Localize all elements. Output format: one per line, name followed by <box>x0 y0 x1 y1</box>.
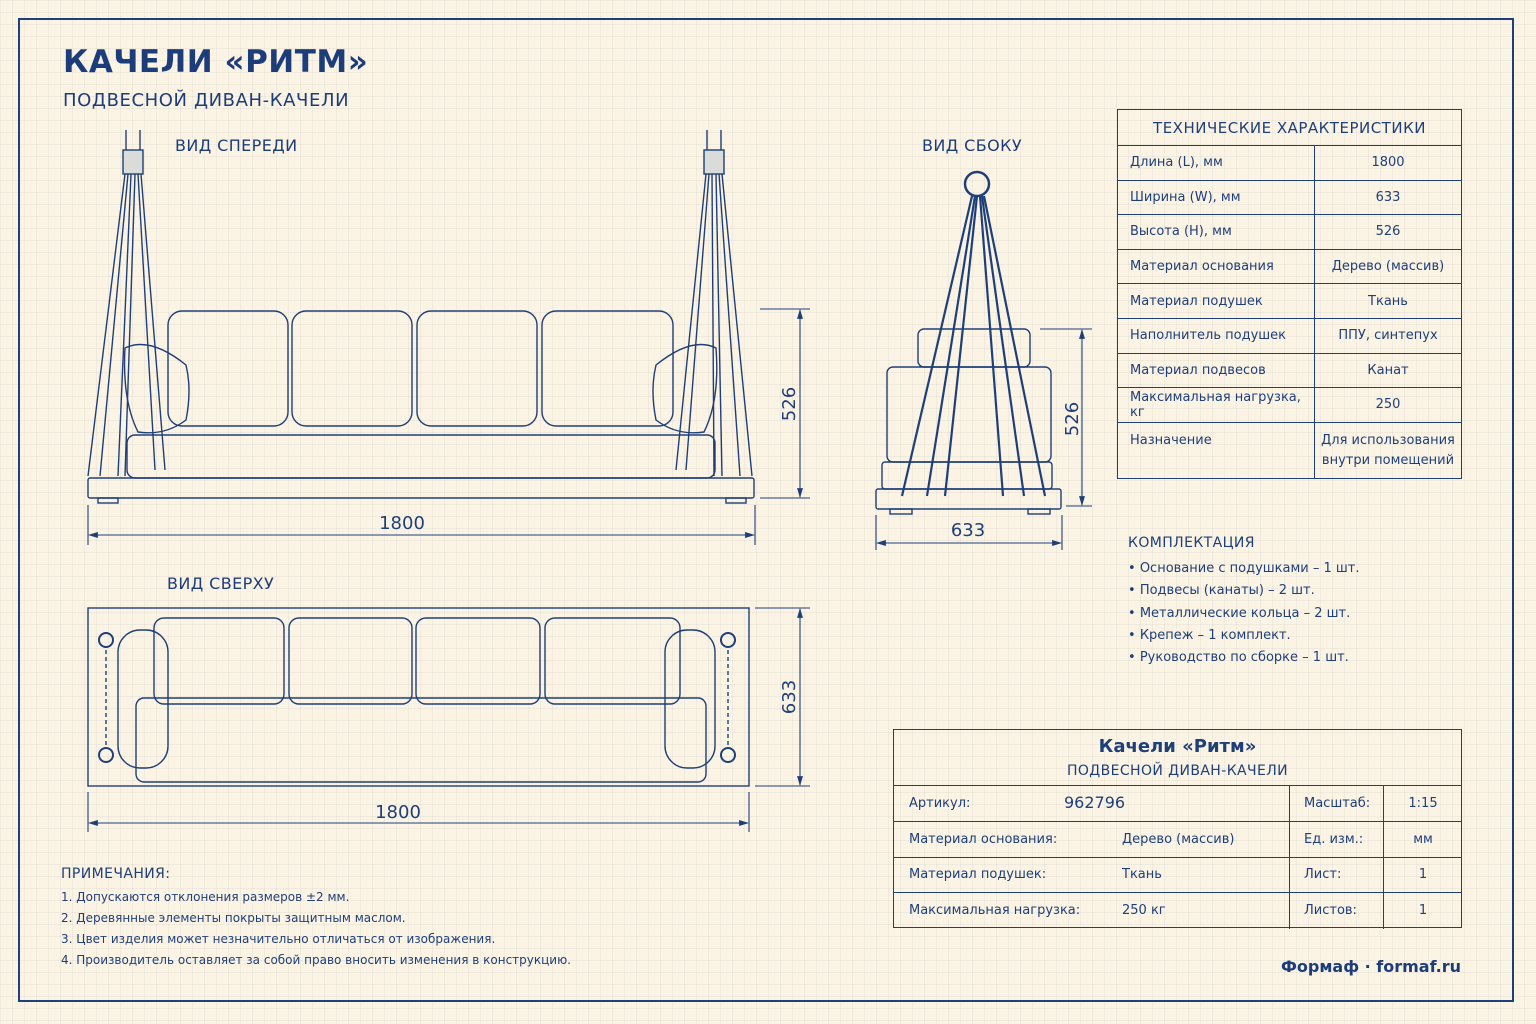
front-dimensions <box>87 308 810 545</box>
front-view-label: ВИД СПЕРЕДИ <box>175 136 298 155</box>
front-left-ropes <box>87 130 166 477</box>
spec-value: Дерево (массив) <box>1314 248 1462 285</box>
side-view-label: ВИД СБОКУ <box>922 136 1022 155</box>
spec-label: Ширина (W), мм <box>1117 179 1315 216</box>
unit-value: мм <box>1413 832 1433 847</box>
notes-list: 1. Допускаются отклонения размеров ±2 мм… <box>61 889 571 973</box>
side-height-dimension: 526 <box>1062 402 1083 436</box>
list-item: Руководство по сборке – 1 шт. <box>1128 649 1360 671</box>
specs-table: ТЕХНИЧЕСКИЕ ХАРАКТЕРИСТИКИ Длина (L), мм… <box>1117 109 1462 479</box>
cushion-material-value: Ткань <box>1122 867 1162 882</box>
spec-label: Длина (L), мм <box>1117 145 1315 181</box>
spec-value: ППУ, синтепух <box>1314 317 1462 354</box>
max-load-value: 250 кг <box>1122 903 1166 918</box>
kit-heading: КОМПЛЕКТАЦИЯ <box>1128 535 1255 551</box>
spec-value: 526 <box>1314 214 1462 250</box>
spec-value: Для использования внутри помещений <box>1314 421 1462 479</box>
scale-label: Масштаб: <box>1304 796 1371 811</box>
list-item: Крепеж – 1 комплект. <box>1128 627 1360 649</box>
base-material-label: Материал основания: <box>909 832 1058 847</box>
side-width-dimension: 633 <box>951 520 985 541</box>
spec-label: Максимальная нагрузка, кг <box>1117 387 1315 423</box>
list-item: Металлические кольца – 2 шт. <box>1128 605 1360 627</box>
notes-heading: ПРИМЕЧАНИЯ: <box>61 866 171 882</box>
sheet-value: 1 <box>1418 867 1428 882</box>
drawing-frame <box>18 18 1514 1002</box>
cushion-material-label: Материал подушек: <box>909 867 1047 882</box>
kit-list: Основание с подушками – 1 шт. Подвесы (к… <box>1128 560 1360 671</box>
front-length-dimension: 1800 <box>379 513 425 534</box>
spec-label: Высота (H), мм <box>1117 214 1315 250</box>
list-item: 3. Цвет изделия может незначительно отли… <box>61 932 496 946</box>
spec-label: Наполнитель подушек <box>1117 317 1315 354</box>
sheets-label: Листов: <box>1304 903 1357 918</box>
top-view-label: ВИД СВЕРХУ <box>167 574 275 593</box>
page-title: КАЧЕЛИ «РИТМ» <box>63 44 369 80</box>
title-block: Качели «Ритм» ПОДВЕСНОЙ ДИВАН-КАЧЕЛИ Арт… <box>893 729 1462 929</box>
front-right-ropes <box>675 130 753 477</box>
spec-label: Назначение <box>1117 421 1315 479</box>
side-dimensions <box>875 328 1092 550</box>
list-item: 4. Производитель оставляет за собой прав… <box>61 953 571 967</box>
spec-value: Канат <box>1314 352 1462 389</box>
top-dimensions <box>87 607 810 832</box>
spec-value: 1800 <box>1314 145 1462 181</box>
list-item: Основание с подушками – 1 шт. <box>1128 560 1360 582</box>
front-view-drawing <box>87 130 755 504</box>
scale-value: 1:15 <box>1408 796 1438 811</box>
max-load-label: Максимальная нагрузка: <box>909 903 1081 918</box>
unit-label: Ед. изм.: <box>1304 832 1364 847</box>
top-length-dimension: 1800 <box>375 802 421 823</box>
base-material-value: Дерево (массив) <box>1122 832 1235 847</box>
front-height-dimension: 526 <box>779 387 800 421</box>
list-item: 1. Допускаются отклонения размеров ±2 мм… <box>61 890 350 904</box>
brand-link[interactable]: Формаф · formaf.ru <box>1281 957 1462 976</box>
article-value: 962796 <box>1064 793 1126 812</box>
article-label: Артикул: <box>909 796 971 811</box>
spec-value: 250 <box>1314 387 1462 423</box>
spec-label: Материал основания <box>1117 248 1315 285</box>
top-view-drawing <box>87 607 750 787</box>
sheet-label: Лист: <box>1304 867 1342 882</box>
top-width-dimension: 633 <box>779 680 800 714</box>
spec-label: Материал подушек <box>1117 283 1315 319</box>
spec-label: Материал подвесов <box>1117 352 1315 389</box>
list-item: Подвесы (канаты) – 2 шт. <box>1128 582 1360 604</box>
title-block-title: Качели «Ритм» <box>1098 736 1257 757</box>
spec-value: 633 <box>1314 179 1462 216</box>
spec-value: Ткань <box>1314 283 1462 319</box>
side-view-drawing <box>875 170 1062 515</box>
sheets-value: 1 <box>1418 903 1428 918</box>
page-subtitle: ПОДВЕСНОЙ ДИВАН-КАЧЕЛИ <box>63 90 350 111</box>
list-item: 2. Деревянные элементы покрыты защитным … <box>61 911 406 925</box>
title-block-subtitle: ПОДВЕСНОЙ ДИВАН-КАЧЕЛИ <box>1066 763 1289 779</box>
specs-heading: ТЕХНИЧЕСКИЕ ХАРАКТЕРИСТИКИ <box>1117 109 1462 146</box>
